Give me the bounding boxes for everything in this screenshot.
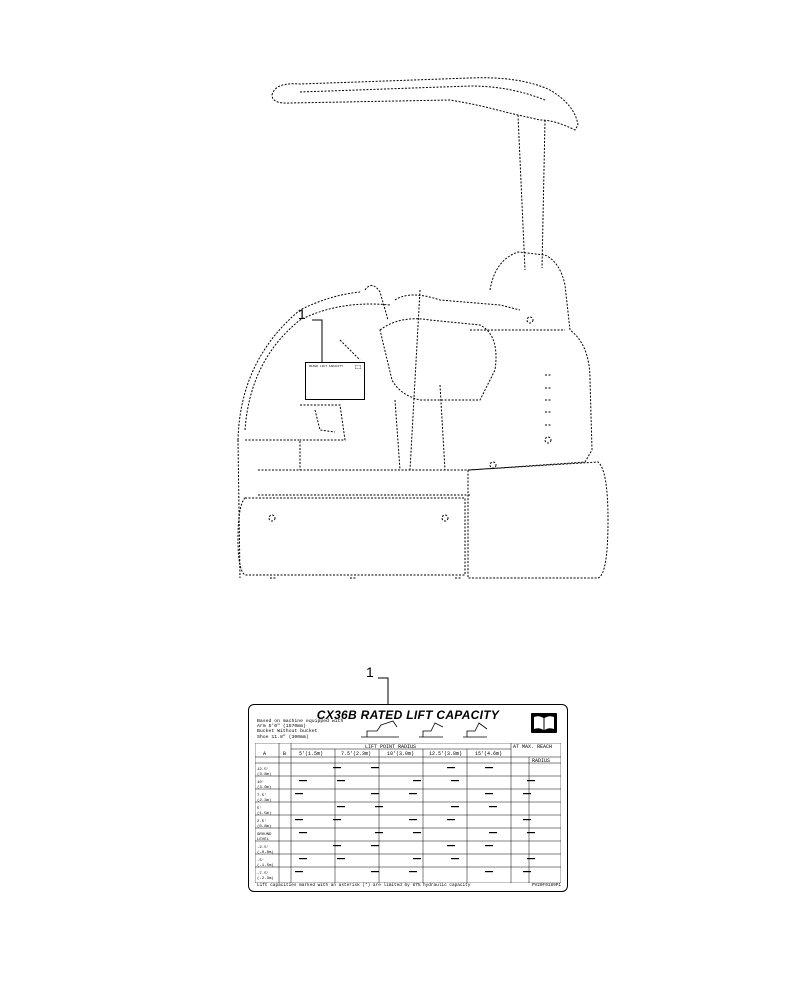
row-height-label: (3.0m) xyxy=(257,785,271,790)
value-mark xyxy=(451,806,459,808)
max-reach-header: AT MAX. REACH xyxy=(513,744,552,750)
row-height-label: -7.5' xyxy=(257,871,269,876)
value-mark xyxy=(371,767,379,769)
value-mark xyxy=(371,845,379,847)
decal-title: CX36B RATED LIFT CAPACITY xyxy=(316,708,500,722)
value-mark xyxy=(295,871,303,873)
row-height-label: -5' xyxy=(257,858,264,863)
book-icon xyxy=(355,365,361,369)
value-mark xyxy=(333,819,341,821)
value-mark xyxy=(295,793,303,795)
value-mark xyxy=(409,793,417,795)
row-height-label: (-2.3m) xyxy=(257,876,274,881)
radius-header: RADIUS xyxy=(532,758,550,764)
value-mark xyxy=(451,780,459,782)
row-height-label: -2.5' xyxy=(257,845,269,850)
row-height-label: 2.5' xyxy=(257,819,267,824)
value-mark xyxy=(489,806,497,808)
radius-col: 7.5'(2.3m) xyxy=(341,751,371,757)
callout-number-top: 1 xyxy=(298,306,306,322)
row-height-label: 7.5' xyxy=(257,793,267,798)
value-mark xyxy=(527,780,535,782)
row-height-label: LEVEL xyxy=(257,838,270,842)
basis-line: Based on machine equipped with xyxy=(257,719,344,724)
value-mark xyxy=(527,832,535,834)
row-height-label: 5' xyxy=(257,806,262,811)
radius-col: 15'(4.6m) xyxy=(475,751,502,757)
value-mark xyxy=(523,793,531,795)
value-mark xyxy=(375,806,383,808)
value-mark xyxy=(409,871,417,873)
value-mark xyxy=(337,806,345,808)
value-mark xyxy=(413,858,421,860)
value-mark xyxy=(447,767,455,769)
radius-col: 12.5'(3.8m) xyxy=(429,751,462,757)
decal-on-machine: RATED LIFT CAPACITY xyxy=(305,362,365,400)
table-values xyxy=(295,767,535,873)
value-mark xyxy=(527,858,535,860)
value-mark xyxy=(485,767,493,769)
header-a: A xyxy=(263,751,266,757)
row-height-label: (2.3m) xyxy=(257,798,271,803)
value-mark xyxy=(447,845,455,847)
row-height-label: (-1.5m) xyxy=(257,863,274,868)
decal-part-number: PV20F0189P1 xyxy=(532,883,561,888)
value-mark xyxy=(523,819,531,821)
row-height-label: GROUND xyxy=(257,833,272,837)
value-mark xyxy=(485,871,493,873)
lift-point-radius-header: LIFT POINT RADIUS xyxy=(365,744,416,750)
manual-book-icon xyxy=(531,713,557,733)
callout-number-bottom: 1 xyxy=(366,664,374,680)
basis-line: Arm 5'0" (1570mm) xyxy=(257,724,306,730)
machine-basis: Based on machine equipped with Arm 5'0" … xyxy=(257,719,343,740)
value-mark xyxy=(523,871,531,873)
radius-col: 5'(1.5m) xyxy=(299,751,323,757)
radius-col: 10'(3.0m) xyxy=(387,751,414,757)
basis-line: Shoe 11.8" (300mm) xyxy=(257,734,309,740)
row-height-label: (1.5m) xyxy=(257,811,271,816)
basis-line: Bucket Without bucket xyxy=(257,729,318,735)
value-mark xyxy=(451,858,459,860)
value-mark xyxy=(485,845,493,847)
row-height-label: (3.8m) xyxy=(257,772,271,777)
lift-capacity-decal: CX36B RATED LIFT CAPACITY Based on machi… xyxy=(248,704,568,892)
value-mark xyxy=(333,767,341,769)
row-height-label: 12.5' xyxy=(257,767,269,772)
value-mark xyxy=(371,871,379,873)
excavator-pictograms xyxy=(361,720,488,738)
value-mark xyxy=(299,780,307,782)
value-mark xyxy=(333,845,341,847)
value-mark xyxy=(375,832,383,834)
row-height-label: (-0.8m) xyxy=(257,850,274,855)
value-mark xyxy=(337,780,345,782)
row-height-label: 10' xyxy=(257,780,264,785)
row-height-label: (0.8m) xyxy=(257,824,271,829)
mini-label-title: RATED LIFT CAPACITY xyxy=(309,365,344,368)
value-mark xyxy=(489,832,497,834)
value-mark xyxy=(485,793,493,795)
lift-capacity-table: A B LIFT POINT RADIUS AT MAX. REACH RADI… xyxy=(255,743,561,883)
value-mark xyxy=(371,793,379,795)
value-mark xyxy=(299,832,307,834)
value-mark xyxy=(295,819,303,821)
value-mark xyxy=(299,858,307,860)
value-mark xyxy=(413,832,421,834)
value-mark xyxy=(447,819,455,821)
header-b: B xyxy=(283,751,286,757)
decal-footer: Lift capacities marked with an asterisk … xyxy=(257,883,471,888)
value-mark xyxy=(337,858,345,860)
value-mark xyxy=(409,819,417,821)
value-mark xyxy=(413,780,421,782)
